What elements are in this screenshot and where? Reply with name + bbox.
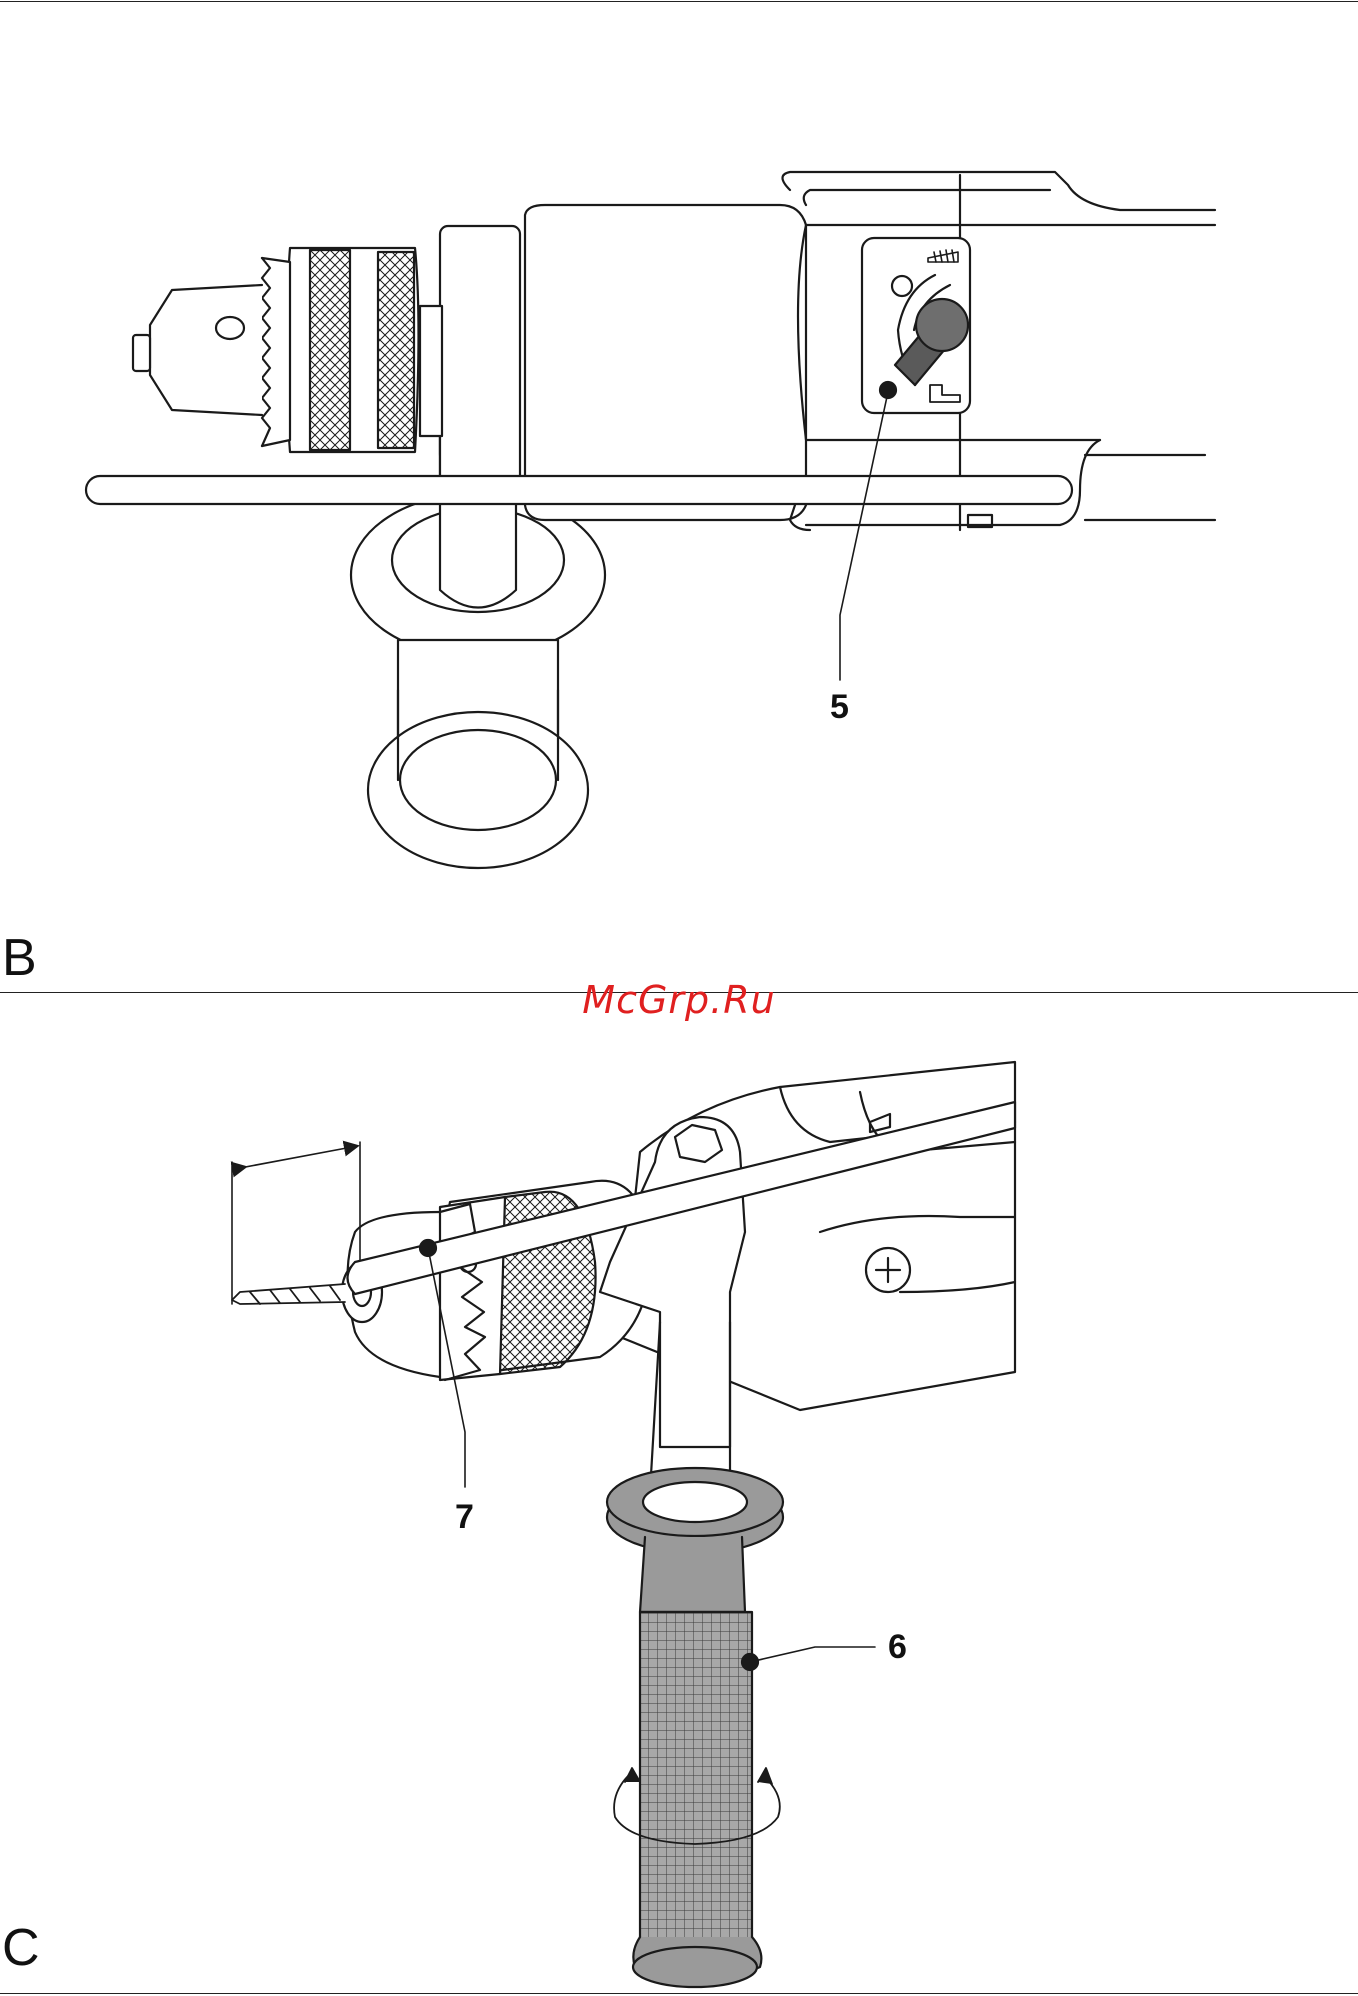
rotating-grip xyxy=(607,1468,783,1987)
chuck xyxy=(133,248,419,452)
callout-7: 7 xyxy=(455,1500,474,1534)
drill-bit xyxy=(232,1284,345,1304)
figure-b: B 5 xyxy=(0,0,1358,990)
leader-line-5 xyxy=(840,392,888,680)
figure-b-drawing xyxy=(0,0,1358,990)
bottom-rule xyxy=(0,1993,1358,1994)
callout-6: 6 xyxy=(888,1630,907,1664)
figure-c: C 7 6 xyxy=(0,992,1358,1992)
figure-b-label: B xyxy=(2,932,37,984)
callout-5: 5 xyxy=(830,690,849,724)
mode-switch xyxy=(862,238,970,413)
figure-c-drawing xyxy=(0,992,1358,1992)
figure-c-label: C xyxy=(2,1922,40,1974)
depth-stop-rod xyxy=(86,476,1072,504)
leader-line-6 xyxy=(750,1647,875,1662)
depth-dimension xyxy=(232,1142,360,1304)
collar xyxy=(420,226,520,498)
